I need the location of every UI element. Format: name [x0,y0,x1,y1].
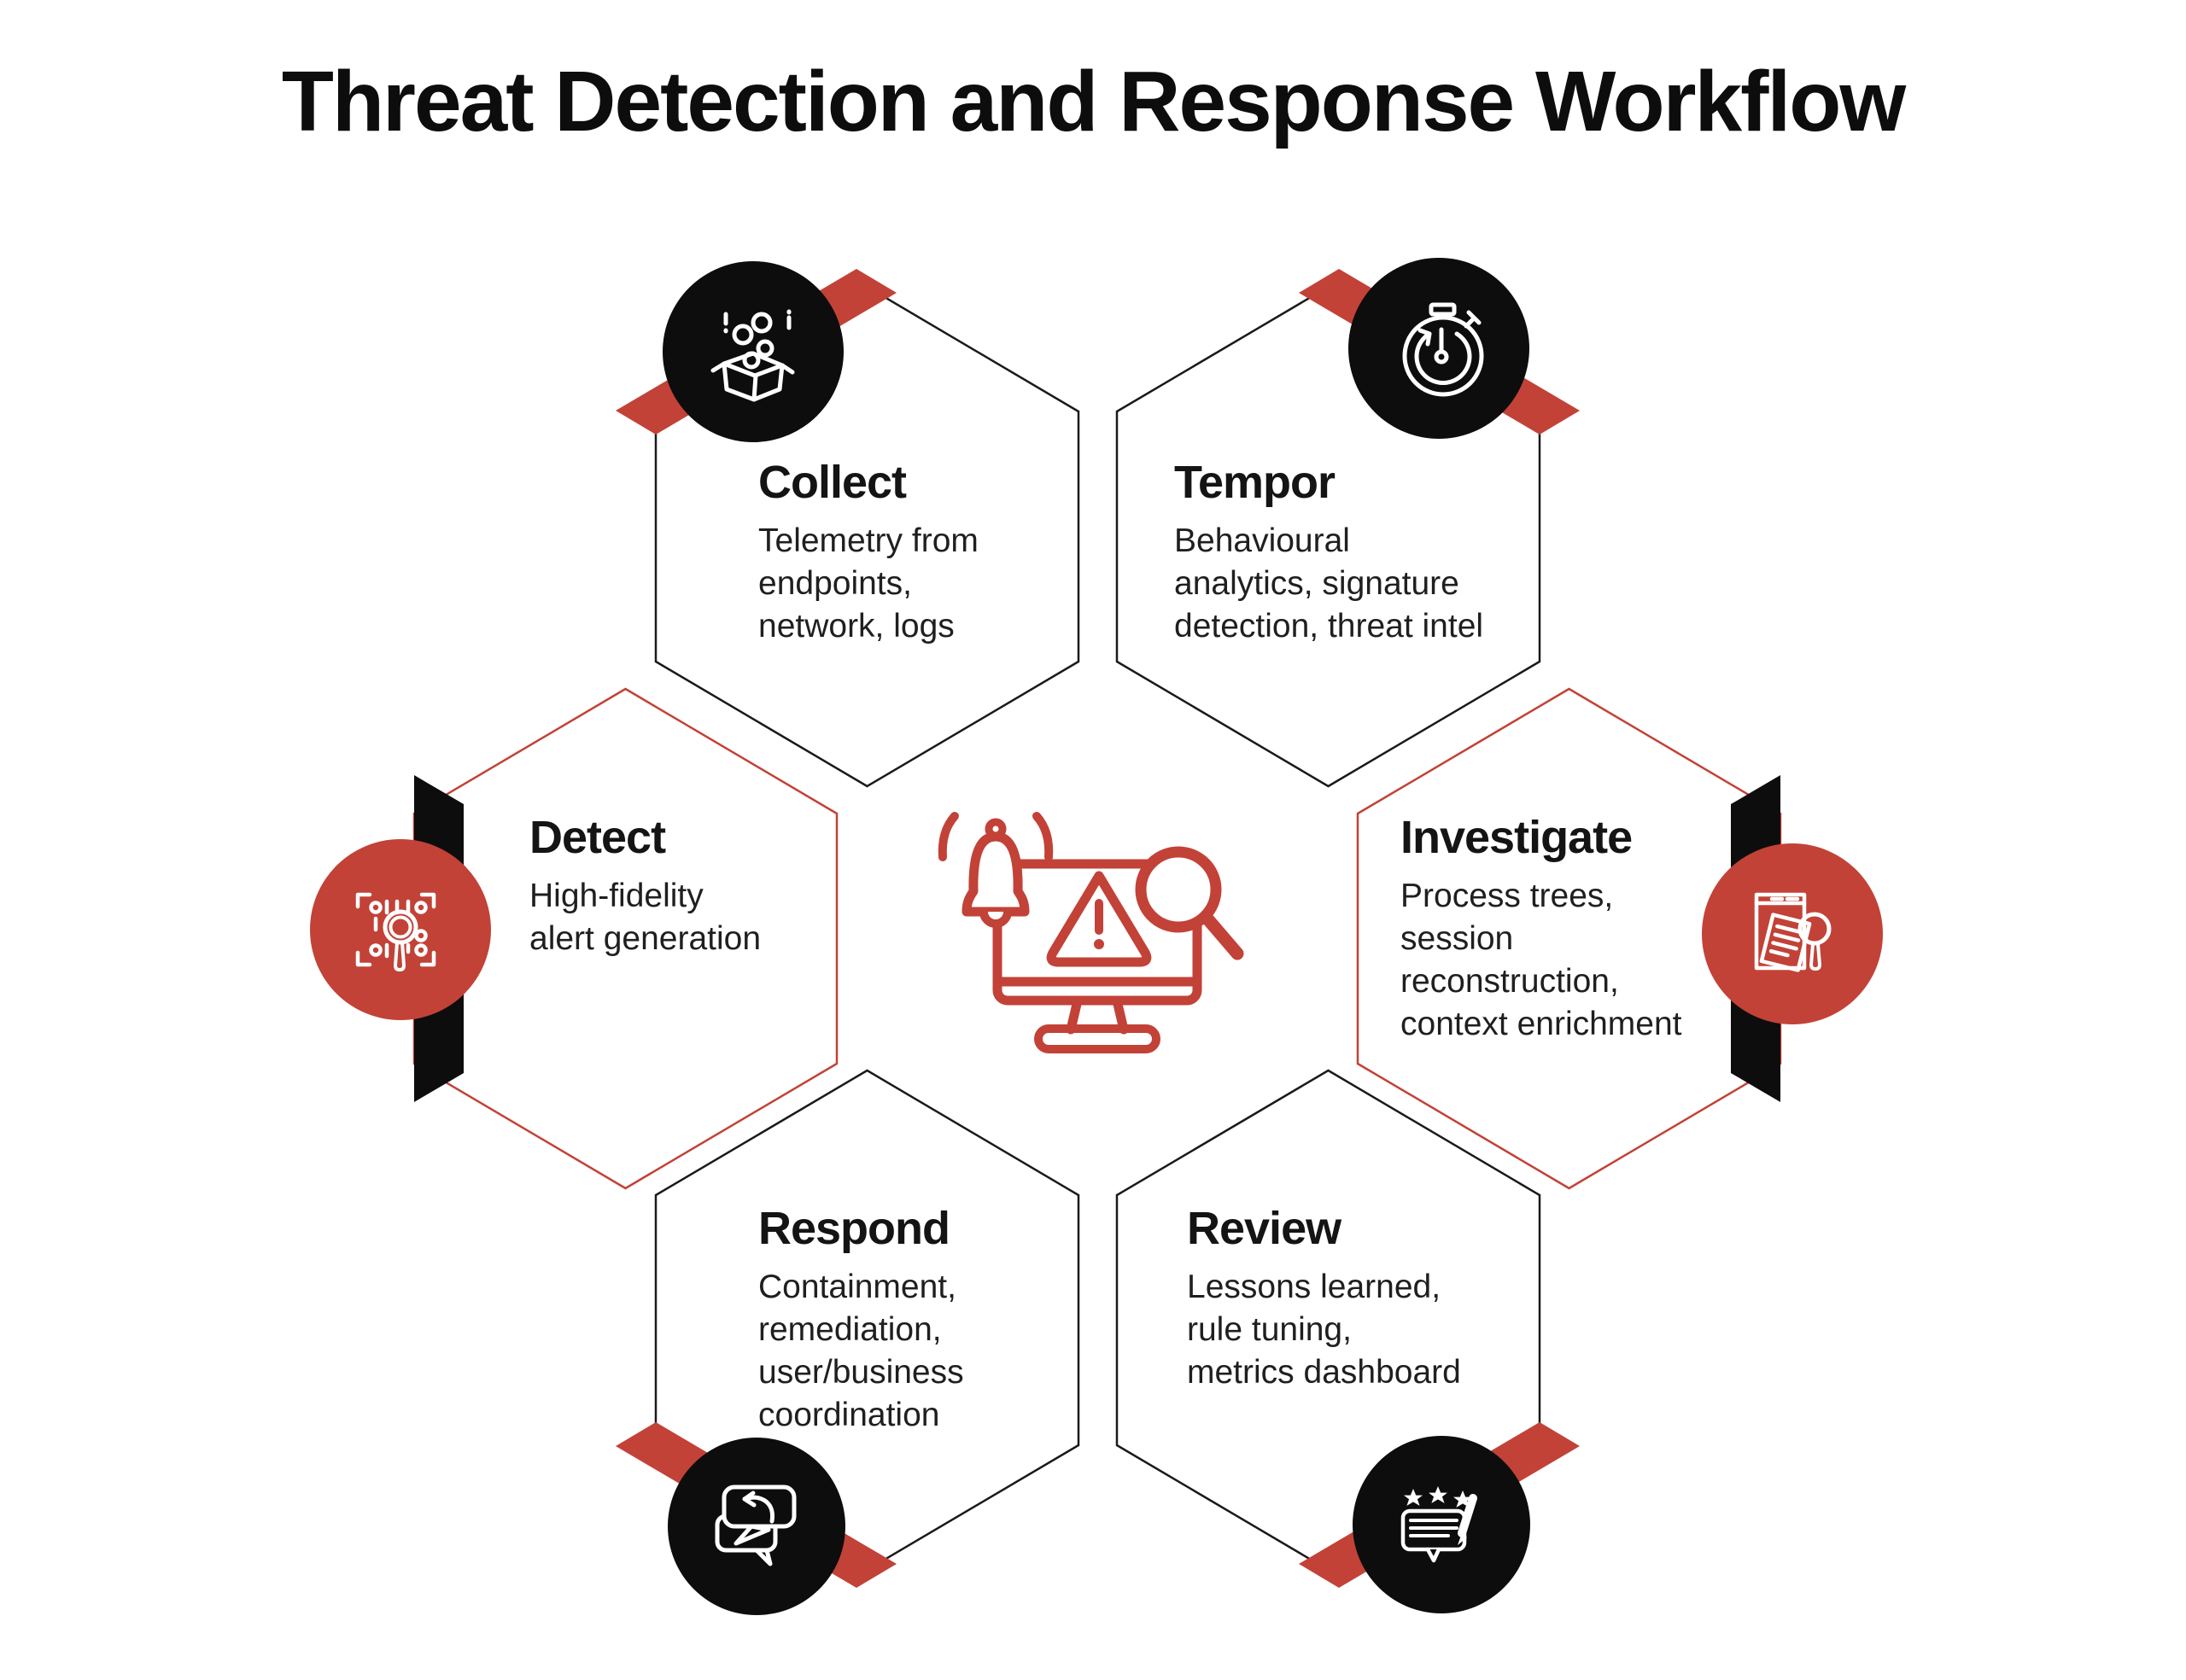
step-desc-respond: Containment, remediation, user/business … [758,1269,964,1434]
alert-bell-icon [938,812,1054,928]
step-title-review: Review [1187,1203,1341,1254]
warning-triangle-icon [1046,871,1152,967]
alert-monitor-magnifier-icon [938,812,1244,1053]
step-desc-investigate: Process trees, session reconstruction, c… [1400,878,1682,1043]
scan-magnifier-icon [355,892,436,971]
badge-review [1353,1436,1530,1613]
step-respond: Respond Containment, remediation, user/b… [758,1203,964,1437]
badge-detect [310,839,491,1020]
step-desc-review: Lessons learned, rule tuning, metrics da… [1187,1269,1461,1391]
feedback-stars-pencil-icon [1400,1486,1477,1563]
step-collect: Collect Telemetry from endpoints, networ… [758,457,979,648]
open-box-collect-icon [710,309,795,402]
badge-investigate [1702,843,1883,1024]
monitor-icon [992,859,1202,1006]
step-title-tempor: Tempor [1174,457,1336,508]
stopwatch-icon [1402,302,1484,397]
step-desc-tempor: Behavioural analytics, signature detecti… [1174,522,1484,645]
step-desc-collect: Telemetry from endpoints, network, logs [758,522,979,645]
badge-tempor [1348,258,1529,439]
step-detect: Detect High-fidelity alert generation [529,812,762,960]
step-investigate: Investigate Process trees, session recon… [1400,812,1682,1046]
step-tempor: Tempor Behavioural analytics, signature … [1174,457,1484,648]
step-title-collect: Collect [758,457,907,508]
step-title-detect: Detect [529,812,666,863]
step-desc-detect: High-fidelity alert generation [529,878,762,958]
step-title-respond: Respond [758,1203,950,1254]
page-title: Threat Detection and Response Workflow [281,54,1906,149]
magnifier-icon [1135,846,1244,960]
chat-reply-icon [715,1485,797,1566]
step-title-investigate: Investigate [1400,812,1633,863]
document-search-icon [1754,892,1832,972]
step-review: Review Lessons learned, rule tuning, met… [1187,1203,1461,1394]
